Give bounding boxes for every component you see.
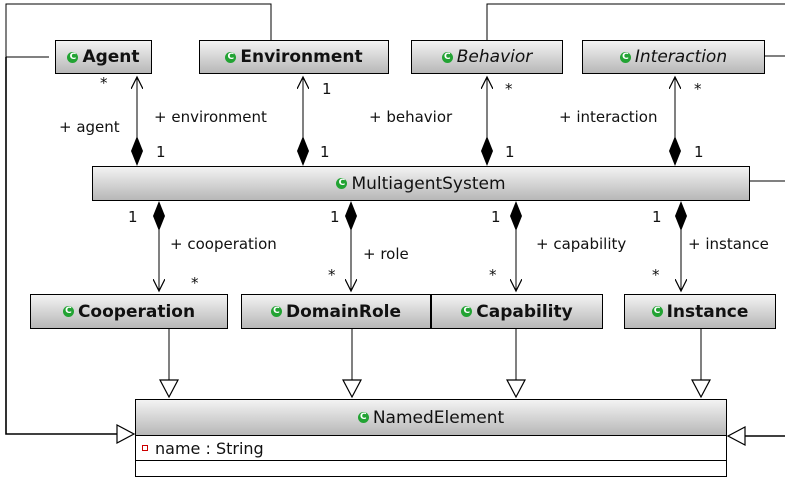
class-icon: C (461, 306, 473, 317)
class-icon: C (336, 178, 348, 189)
mult-environment-one: 1 (322, 80, 332, 98)
generalization-capability (506, 329, 526, 399)
mult-agent-one: 1 (156, 143, 166, 161)
class-instance-label: Instance (666, 301, 749, 322)
mult-role-many: * (328, 266, 336, 284)
class-cooperation-label: Cooperation (77, 301, 196, 322)
mult-role-one: 1 (330, 208, 340, 226)
class-domainrole-label: DomainRole (285, 301, 402, 322)
class-domainrole[interactable]: C DomainRole (241, 294, 431, 329)
class-namedelement-header: C NamedElement (136, 400, 726, 436)
mult-behavior-one: 1 (505, 143, 515, 161)
attribute-row: name : String (136, 436, 726, 461)
class-icon: C (441, 51, 453, 63)
class-capability-label: Capability (476, 301, 573, 322)
class-icon: C (270, 306, 282, 317)
class-cooperation[interactable]: C Cooperation (30, 294, 228, 329)
generalization-instance (691, 329, 711, 399)
class-multiagentsystem-label: MultiagentSystem (351, 173, 506, 194)
mult-capability-one: 1 (491, 208, 501, 226)
class-icon: C (651, 306, 663, 317)
mult-cooperation-one: 1 (128, 208, 138, 226)
mult-cooperation-many: * (191, 274, 199, 292)
role-behavior: + behavior (369, 108, 453, 126)
class-instance[interactable]: C Instance (624, 294, 776, 329)
class-icon: C (62, 306, 74, 317)
class-interaction-label: Interaction (634, 47, 728, 67)
class-environment-label: Environment (240, 47, 363, 67)
class-namedelement[interactable]: C NamedElement name : String (135, 399, 727, 477)
class-behavior-label: Behavior (456, 47, 533, 67)
class-icon: C (357, 412, 369, 423)
mult-interaction-one: 1 (694, 143, 704, 161)
class-namedelement-label: NamedElement (372, 407, 505, 428)
class-environment[interactable]: C Environment (199, 40, 389, 74)
mult-agent-many: * (100, 74, 108, 92)
mult-environment-one-b: 1 (320, 143, 330, 161)
generalization-cooperation (159, 329, 179, 399)
class-behavior[interactable]: C Behavior (411, 40, 563, 74)
role-interaction: + interaction (559, 108, 658, 126)
role-agent: + agent (59, 118, 120, 136)
role-environment: + environment (154, 108, 267, 126)
generalization-agent-loop (5, 3, 272, 444)
class-capability[interactable]: C Capability (431, 294, 603, 329)
role-cooperation: + cooperation (170, 235, 277, 253)
class-interaction[interactable]: C Interaction (582, 40, 765, 74)
class-multiagentsystem[interactable]: C MultiagentSystem (92, 166, 750, 201)
role-role: + role (363, 245, 409, 263)
mult-instance-one: 1 (652, 208, 662, 226)
mult-capability-many: * (489, 266, 497, 284)
class-icon: C (619, 51, 631, 63)
class-agent[interactable]: C Agent (55, 40, 152, 74)
mult-instance-many: * (652, 266, 660, 284)
class-agent-label: Agent (82, 47, 140, 67)
mult-interaction-many: * (694, 80, 702, 98)
role-instance: + instance (688, 235, 769, 253)
attribute-name: name : String (155, 438, 264, 458)
role-capability: + capability (536, 235, 627, 253)
mult-behavior-many: * (505, 80, 513, 98)
private-visibility-icon (142, 445, 148, 451)
generalization-domainrole (342, 329, 362, 399)
class-icon: C (67, 51, 79, 63)
generalization-right-loop (486, 3, 785, 446)
class-icon: C (225, 51, 237, 63)
